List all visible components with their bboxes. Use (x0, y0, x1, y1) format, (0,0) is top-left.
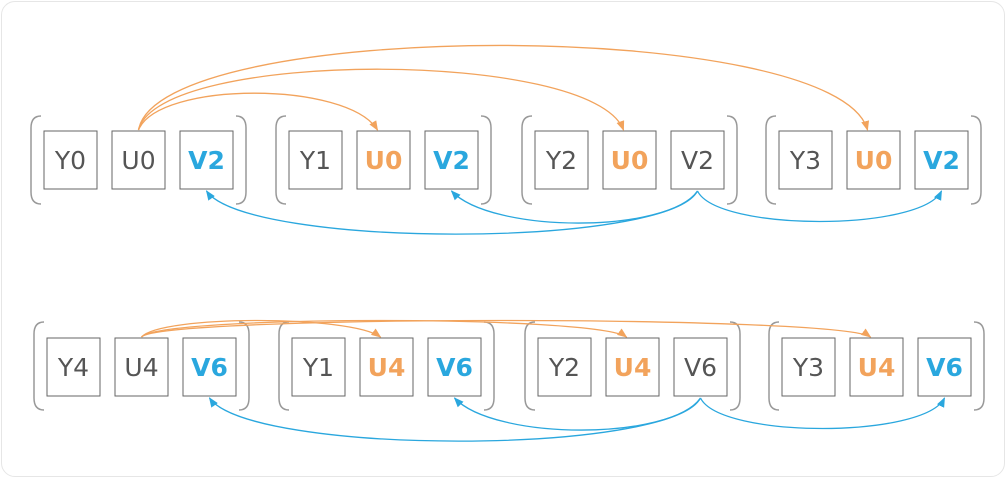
pixel-cell-label-y2: Y2 (548, 353, 580, 382)
group-bracket-left (33, 321, 45, 411)
pixel-cell-label-v6: V6 (436, 353, 473, 382)
pixel-cell-box (534, 130, 589, 190)
pixel-cell-label-y4: Y4 (57, 353, 89, 382)
pixel-cell-label-y0: Y0 (54, 146, 86, 175)
pixel-cell-box (778, 130, 833, 190)
pixel-cell-label-v6: V6 (926, 353, 963, 382)
group-bracket-right (483, 321, 495, 411)
group-bracket-right (235, 115, 247, 205)
pixel-cell-box (914, 130, 969, 190)
pixel-cell-box (849, 337, 904, 397)
pixel-cell-box (670, 130, 725, 190)
u-share-arrow (137, 68, 625, 131)
pixel-cell-box (179, 130, 234, 190)
group-bracket-right (970, 115, 982, 205)
pixel-cell-box (111, 130, 166, 190)
pixel-cell-label-y1: Y1 (299, 146, 331, 175)
pixel-cell-box (673, 337, 728, 397)
pixel-cell-label-u0: U0 (365, 146, 403, 175)
pixel-cell-box (43, 130, 98, 190)
pixel-cell-label-u4: U4 (368, 353, 406, 382)
pixel-cell-box (537, 337, 592, 397)
u-share-arrow (137, 92, 379, 131)
u-share-arrow (141, 319, 628, 338)
v-share-arrow (208, 397, 702, 442)
pixel-cell-box (424, 130, 479, 190)
group-bracket-left (768, 321, 780, 411)
pixel-cell-label-y1: Y1 (302, 353, 334, 382)
pixel-cell-box (602, 130, 657, 190)
v-share-arrow (450, 190, 699, 224)
pixel-cell-label-u4: U4 (614, 353, 652, 382)
pixel-cell-box (182, 337, 237, 397)
group-bracket-left (524, 321, 536, 411)
pixel-cell-label-v6: V6 (191, 353, 228, 382)
group-bracket-right (480, 115, 492, 205)
pixel-cell-box (359, 337, 414, 397)
group-bracket-right (726, 115, 738, 205)
u-share-arrow (141, 319, 872, 338)
pixel-cell-label-y3: Y3 (789, 146, 821, 175)
group-bracket-left (765, 115, 777, 205)
pixel-cell-label-y2: Y2 (545, 146, 577, 175)
group-bracket-left (278, 321, 290, 411)
pixel-cell-label-u4: U4 (124, 353, 158, 382)
pixel-cell-box (781, 337, 836, 397)
u-share-arrow (137, 44, 869, 131)
v-share-arrow (453, 397, 702, 431)
pixel-cell-label-y3: Y3 (792, 353, 824, 382)
pixel-cell-box (356, 130, 411, 190)
group-bracket-right (729, 321, 741, 411)
pixel-cell-label-u0: U0 (855, 146, 893, 175)
pixel-cell-label-v2: V2 (433, 146, 470, 175)
pixel-cell-box (288, 130, 343, 190)
group-bracket-right (238, 321, 250, 411)
pixel-cell-box (605, 337, 660, 397)
pixel-cell-label-v2: V2 (923, 146, 960, 175)
pixel-cell-label-v2: V2 (681, 146, 714, 175)
group-bracket-left (275, 115, 287, 205)
pixel-cell-label-u0: U0 (121, 146, 155, 175)
pixel-cell-box (291, 337, 346, 397)
pixel-cell-label-v2: V2 (188, 146, 225, 175)
v-share-arrow (205, 190, 699, 235)
pixel-cell-box (917, 337, 972, 397)
group-bracket-left (521, 115, 533, 205)
u-share-arrow (141, 319, 382, 338)
group-bracket-left (30, 115, 42, 205)
pixel-cell-box (114, 337, 169, 397)
pixel-cell-label-u0: U0 (611, 146, 649, 175)
pixel-cell-box (427, 337, 482, 397)
group-bracket-right (973, 321, 985, 411)
pixel-cell-box (46, 337, 101, 397)
v-share-arrow (699, 397, 946, 430)
v-share-arrow (696, 190, 943, 223)
pixel-cell-label-v6: V6 (684, 353, 717, 382)
pixel-cell-box (846, 130, 901, 190)
pixel-cell-label-u4: U4 (858, 353, 896, 382)
